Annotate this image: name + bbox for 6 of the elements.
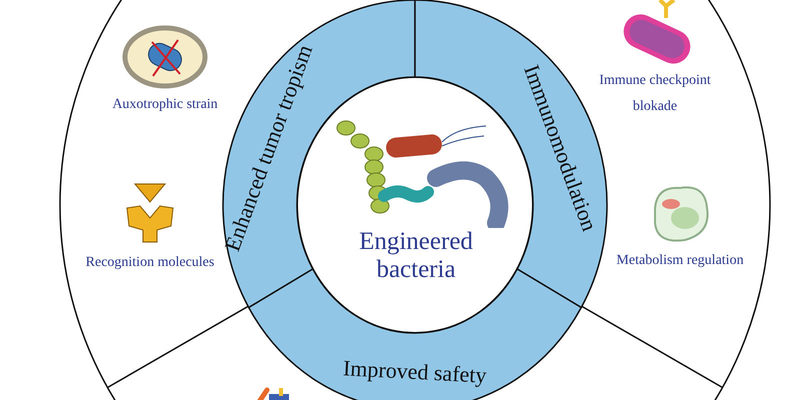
item-caption: Metabolism regulation (615, 252, 745, 270)
item-caption: Recognition molecules (84, 254, 216, 272)
item-caption: Auxotrophic strain (111, 96, 219, 114)
item-caption: Immune checkpoint blokade (598, 72, 712, 116)
center-title: Engineered bacteria (358, 228, 474, 284)
segment-title: Improved safety (342, 354, 488, 388)
